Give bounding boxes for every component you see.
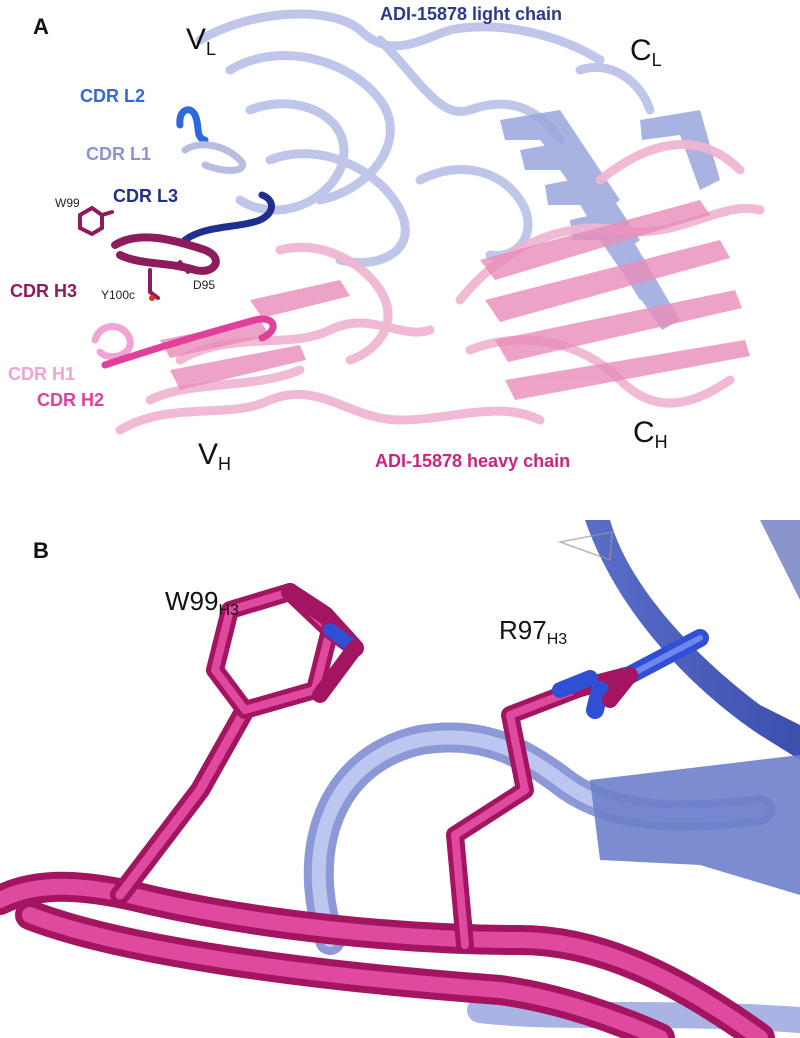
cdr-l3-loop — [181, 191, 275, 244]
r97-h3-label: R97H3 — [499, 615, 568, 648]
panel-a-letter: A — [33, 14, 49, 39]
light-chain-ribbon-closeup — [557, 520, 800, 760]
cdr-h1-loop — [91, 323, 134, 361]
antibody-fab-structure — [78, 9, 765, 435]
d95-stick — [178, 260, 190, 274]
panel-b: B W99H3 R97H3 — [0, 520, 800, 1038]
cdr-h3-label: CDR H3 — [10, 281, 78, 301]
residue-sticks — [78, 205, 190, 301]
panel-b-letter: B — [33, 538, 49, 563]
light-chain-ribbon — [195, 9, 655, 268]
cdr-h1-label: CDR H1 — [8, 364, 76, 384]
cdr-h3-loop — [111, 233, 220, 275]
ch-label: CH — [633, 416, 668, 452]
cdr-h3-backbone-tube — [0, 871, 775, 1038]
light-chain-label: ADI-15878 light chain — [380, 4, 563, 24]
panel-a: A ADI-15878 light chain ADI-15878 heavy … — [0, 0, 800, 500]
cl-label: CL — [630, 34, 662, 70]
heavy-chain-ribbon — [115, 140, 765, 435]
r97-side-chain — [446, 629, 709, 954]
cdr-l1-label: CDR L1 — [86, 144, 152, 164]
w99-side-chain — [110, 583, 364, 905]
cdr-l2-loop — [176, 106, 209, 144]
cdr-h2-loop — [101, 315, 277, 369]
w99-stick — [78, 205, 114, 237]
heavy-chain-label: ADI-15878 heavy chain — [375, 451, 571, 471]
y100c-stick — [148, 268, 160, 300]
vl-label: VL — [186, 23, 217, 59]
cdr-h2-label: CDR H2 — [37, 390, 105, 410]
w99-h3-label: W99H3 — [165, 586, 239, 619]
cdr-l2-label: CDR L2 — [80, 86, 146, 106]
d95-residue-label: D95 — [193, 278, 216, 292]
light-chain-sheet-arrow — [590, 755, 800, 895]
cdr-l1-loop — [181, 141, 246, 174]
w99-residue-label: W99 — [55, 196, 80, 210]
cdr-h3-closeup-structure — [0, 520, 800, 1038]
vh-label: VH — [198, 438, 232, 474]
cdr-loops — [91, 106, 277, 369]
heavy-chain-sheets — [160, 200, 750, 400]
y100c-residue-label: Y100c — [101, 288, 136, 302]
cdr-l3-label: CDR L3 — [113, 186, 179, 206]
